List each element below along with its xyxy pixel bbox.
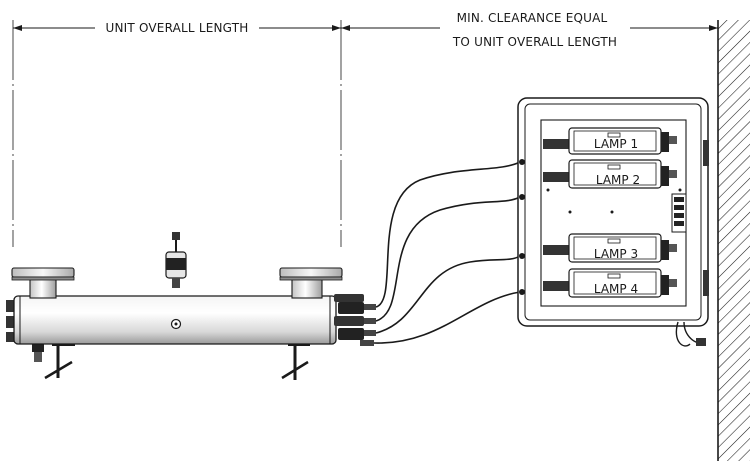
unit-length-dimension: UNIT OVERALL LENGTH: [12, 20, 342, 247]
ballast-3: LAMP 3: [543, 233, 677, 263]
ballast-2: LAMP 2: [543, 159, 677, 189]
terminal-block: [671, 193, 687, 233]
lamp-1-label: LAMP 1: [594, 137, 638, 151]
lamp-2-label: LAMP 2: [596, 173, 640, 187]
power-cord: [675, 321, 706, 347]
wall: [717, 20, 750, 461]
lamp-connectors: [334, 294, 376, 346]
ballast-1: LAMP 1: [543, 127, 677, 155]
outlet-flange: [279, 267, 343, 299]
ballast-4: LAMP 4: [543, 268, 677, 298]
clearance-label-line1: MIN. CLEARANCE EQUAL: [457, 11, 608, 25]
lamp-3-label: LAMP 3: [594, 247, 638, 261]
inlet-flange: [11, 267, 75, 299]
uv-reactor-chamber: [6, 267, 376, 380]
unit-length-label: UNIT OVERALL LENGTH: [106, 21, 249, 35]
reactor-legs: [44, 342, 310, 380]
clearance-label-line2: TO UNIT OVERALL LENGTH: [452, 35, 617, 49]
control-panel: LAMP 1 LAMP 2 LAMP 3 LAMP: [517, 97, 709, 347]
clearance-dimension: MIN. CLEARANCE EQUAL TO UNIT OVERALL LEN…: [341, 11, 718, 49]
uv-sensor: [165, 232, 187, 288]
lamp-4-label: LAMP 4: [594, 282, 638, 296]
lamp-cables: [373, 161, 521, 344]
